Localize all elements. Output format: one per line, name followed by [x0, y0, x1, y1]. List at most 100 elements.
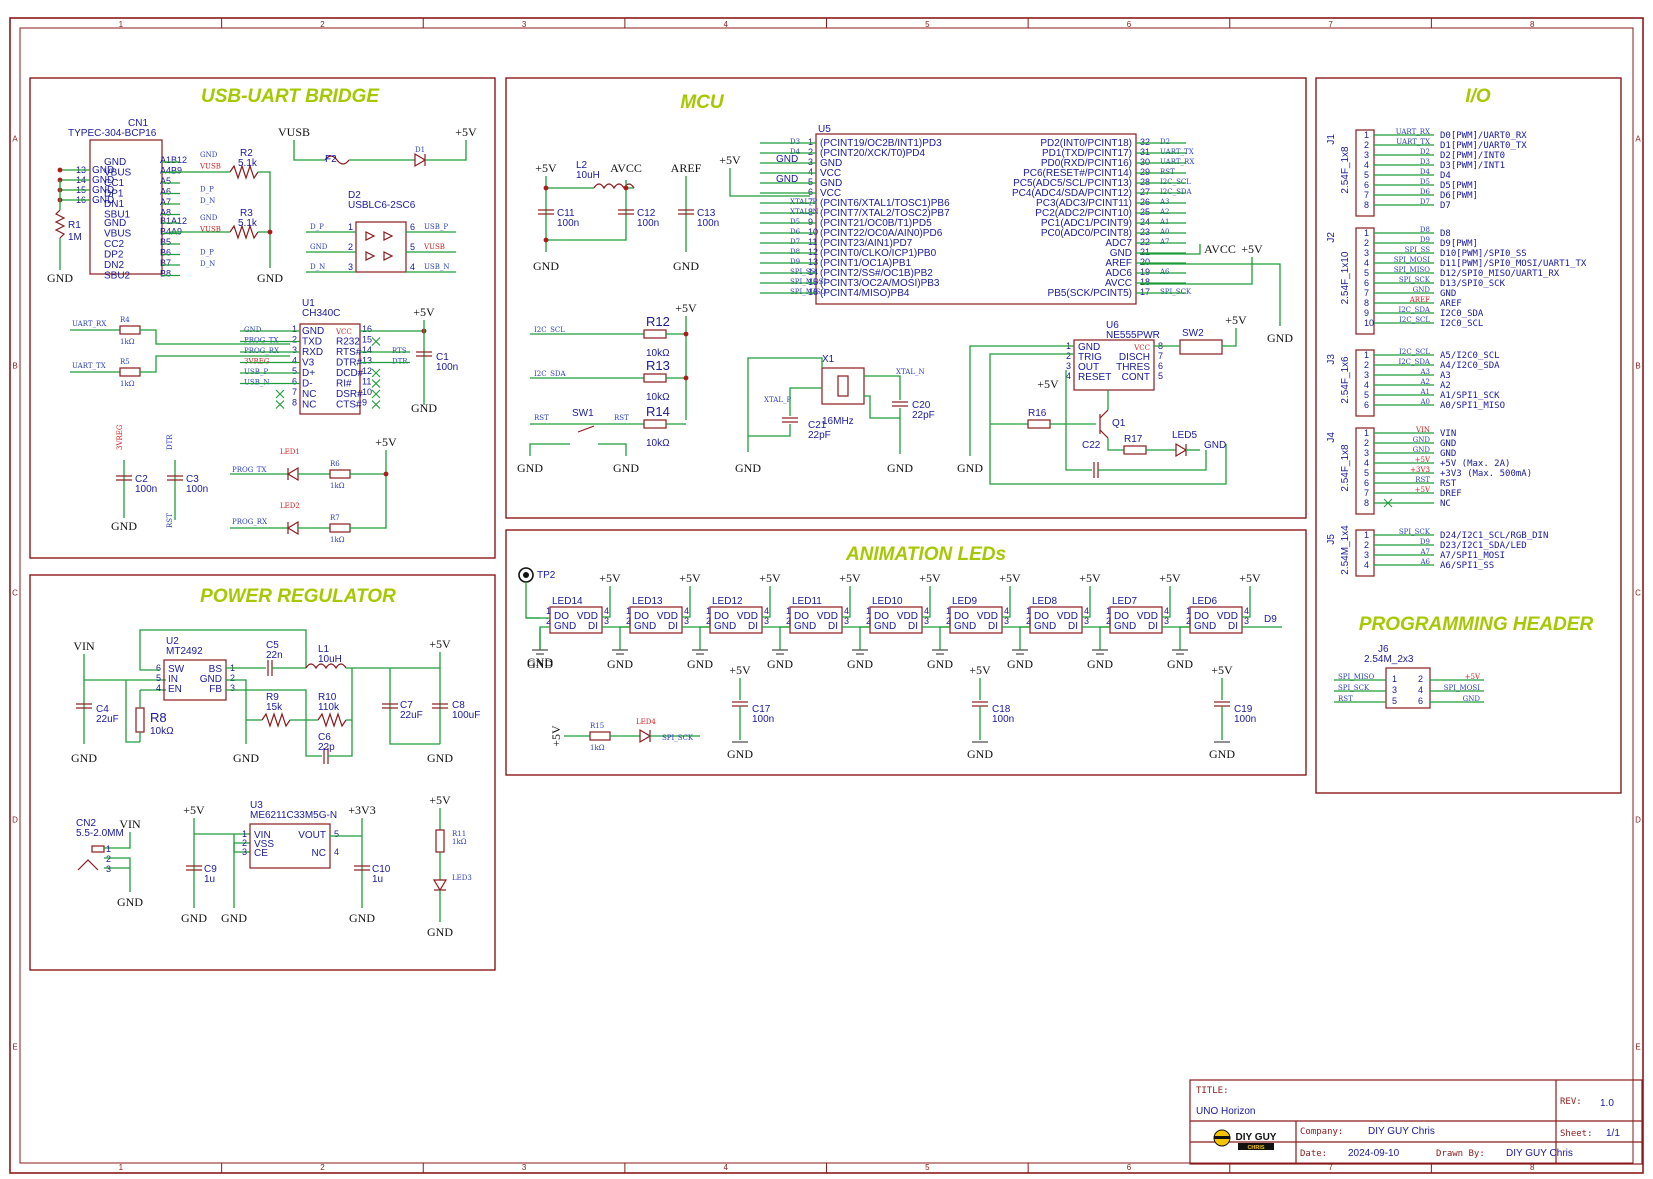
p5v-label-u3: +5V — [183, 803, 205, 817]
r11-value: 1kΩ — [452, 838, 467, 846]
io-header-label: GND — [1440, 449, 1456, 459]
c10-ref: C10 — [372, 864, 391, 875]
r5-ref: R5 — [120, 358, 130, 366]
u5-pin-left: (PCINT6/XTAL1/TOSC1)PB6 — [820, 198, 950, 209]
u5-gnd-b: GND — [776, 174, 798, 185]
logo-text-top: DIY GUY — [1236, 1132, 1277, 1143]
led-pin-di: DI — [1228, 621, 1238, 632]
io-header-label: D3[PWM]/INT1 — [1440, 161, 1505, 171]
io-header-net: UART_RX — [1396, 128, 1430, 136]
u1-pin-left: TXD — [302, 337, 322, 348]
u6-pin-left: GND — [1078, 342, 1100, 353]
c13-value: 100n — [697, 218, 719, 229]
led-cap-value: 100n — [992, 714, 1014, 725]
c2-value: 100n — [135, 484, 157, 495]
io-header-label: NC — [1440, 499, 1451, 509]
r7-ref: R7 — [330, 514, 340, 522]
c21-ref: C21 — [808, 420, 827, 431]
io-header-net: UART_TX — [1396, 138, 1430, 146]
gnd-label-sw1-a: GND — [517, 461, 543, 475]
io-header-label: I2C0_SCL — [1440, 319, 1483, 329]
c10-value: 1u — [372, 874, 383, 885]
u1-net-left: USB_P — [244, 368, 268, 376]
led-pin-num: 3 — [1244, 616, 1249, 626]
led-pin-num: 3 — [924, 616, 929, 626]
led4-ref: LED4 — [636, 718, 656, 726]
u5-net-left: XTAL_N — [790, 208, 819, 216]
u5-net-left: D7 — [790, 238, 800, 246]
u5-pin-num-right: 24 — [1140, 217, 1150, 227]
p5v-label-sw2: +5V — [1225, 313, 1247, 327]
io-header-net: D8 — [1420, 226, 1430, 234]
led-pin-gnd: GND — [794, 621, 816, 632]
u2-pin-num-left: 5 — [156, 673, 161, 683]
io-header-label: A3 — [1440, 371, 1451, 381]
u5-pin-num-left: 4 — [808, 167, 813, 177]
io-header-net: I2C_SCL — [1399, 348, 1430, 356]
gnd-label-u3: GND — [221, 911, 247, 925]
io-header-label: D0[PWM]/UART0_RX — [1440, 131, 1527, 141]
r4-value: 1kΩ — [120, 338, 135, 346]
io-header-label: AREF — [1440, 299, 1462, 309]
led-p5v-label: +5V — [759, 571, 781, 585]
u2-pin-num-right: 3 — [230, 683, 235, 693]
u5-net-right: SPI_SCK — [1160, 288, 1192, 296]
gnd-label-c11: GND — [533, 259, 559, 273]
u1-pin-num-left: 3 — [292, 345, 297, 355]
c4-ref: C4 — [96, 704, 109, 715]
led-gnd-label: GND — [1087, 657, 1113, 671]
led-pin-do: DO — [874, 611, 889, 622]
u3-pin-num-left: 3 — [242, 847, 247, 857]
led-pin-di: DI — [748, 621, 758, 632]
r14-ref: R14 — [646, 404, 670, 419]
zone-row-left: C — [12, 589, 18, 598]
r13-value: 10kΩ — [646, 392, 670, 403]
uart-rx-net: UART_RX — [72, 320, 106, 328]
u5-body — [815, 133, 1137, 305]
u6-pin-num-left: 4 — [1066, 371, 1071, 381]
led-pin-do: DO — [714, 611, 729, 622]
led-p5v-label: +5V — [999, 571, 1021, 585]
d2-pin-left: 3 — [348, 262, 353, 272]
io-header-net: I2C_SCL — [1399, 316, 1430, 324]
io-header-pin-num: 5 — [1364, 170, 1369, 180]
io-header-label: DREF — [1440, 489, 1462, 499]
cn1-net-label: VUSB — [199, 226, 221, 234]
gnd-label-c4: GND — [71, 751, 97, 765]
led-pin-gnd: GND — [954, 621, 976, 632]
rst-net-r14: RST — [614, 414, 629, 422]
u5-pin-num-left: 10 — [808, 227, 818, 237]
io-header-pin-num: 2 — [1364, 238, 1369, 248]
io-header-pin-num: 1 — [1364, 228, 1369, 238]
panel-mcu — [505, 77, 1307, 519]
cn1-pin-pad: A7 — [160, 197, 171, 207]
io-header-label: A1/SPI1_SCK — [1440, 391, 1500, 401]
p5v-label-right: +5V — [1241, 242, 1263, 256]
cn1-pin-name: DP1 — [104, 189, 124, 200]
u2-pin-right: GND — [200, 674, 222, 685]
r7-value: 1kΩ — [330, 536, 345, 544]
u5-pin-left: (PCINT22/OC0A/AIN0)PD6 — [820, 228, 943, 239]
led-pin-num: 2 — [626, 616, 631, 626]
io-header-label: A6/SPI1_SS — [1440, 561, 1494, 571]
led-pin-num: 3 — [1084, 616, 1089, 626]
u6-ref: U6 — [1106, 320, 1119, 331]
u5-net-right: A1 — [1159, 218, 1170, 226]
io-header-label: D10[PWM]/SPI0_SS — [1440, 249, 1527, 259]
led-pin-num: 3 — [604, 616, 609, 626]
io-header-net: SPI_SCK — [1399, 276, 1431, 284]
u5-pin-num-right: 29 — [1140, 167, 1150, 177]
led-p5v-label: +5V — [1239, 571, 1261, 585]
j6-net-left: SPI_SCK — [1338, 684, 1370, 692]
j6-pin-left: 1 — [1392, 674, 1397, 684]
avcc-label-right: AVCC — [1204, 242, 1236, 256]
led-pin-num: 2 — [706, 616, 711, 626]
cn1-shield-gnd: GND — [92, 175, 114, 186]
u1-pin-right: DTR# — [336, 358, 363, 369]
u1-pin-num-right: 12 — [362, 366, 372, 376]
io-header-net: I2C_SDA — [1398, 358, 1430, 366]
led-pin-num: 4 — [684, 606, 689, 616]
